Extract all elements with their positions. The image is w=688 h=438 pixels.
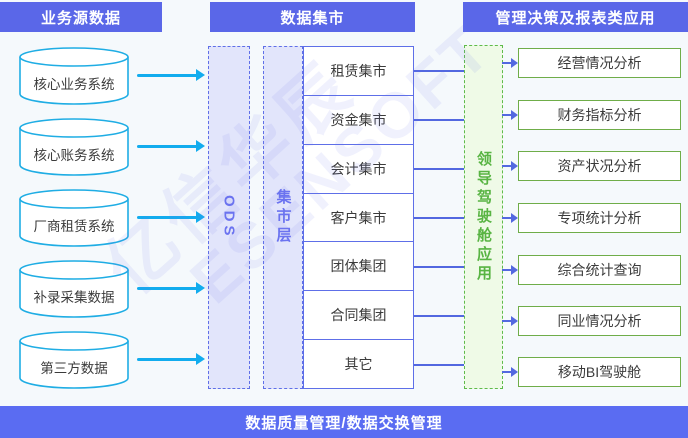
cylinder-label: 核心业务系统 [33, 77, 115, 92]
app-box: 经营情况分析 [518, 48, 681, 78]
cockpit-panel: 领导驾驶舱应用 [464, 45, 503, 389]
connector-line [414, 266, 464, 268]
database-icon [19, 260, 129, 318]
cockpit-label: 领导驾驶舱应用 [475, 150, 492, 284]
connector-line [414, 119, 464, 121]
database-icon [19, 47, 129, 105]
cylinder-label: 厂商租赁系统 [33, 219, 115, 234]
connector-line [414, 315, 464, 317]
cylinder-label: 补录采集数据 [33, 290, 115, 305]
ods-layer-panel: ODS [208, 46, 250, 389]
app-box: 同业情况分析 [518, 306, 681, 336]
cylinder-label: 第三方数据 [40, 361, 108, 376]
app-box: 专项统计分析 [518, 203, 681, 233]
db-cylinder-vendor-leasing: 厂商租赁系统 [19, 189, 129, 247]
db-cylinder-core-business: 核心业务系统 [19, 47, 129, 105]
flow-arrow-icon [137, 69, 205, 81]
cylinder-label: 核心账务系统 [33, 148, 115, 163]
flow-arrow-icon [137, 282, 205, 294]
flow-arrow-icon [502, 265, 518, 275]
db-cylinder-core-accounting: 核心账务系统 [19, 118, 129, 176]
flow-arrow-icon [502, 213, 518, 223]
flow-arrow-icon [137, 353, 205, 365]
flow-arrow-icon [137, 211, 205, 223]
mart-cell: 团体集团 [304, 242, 413, 292]
footer-bar: 数据质量管理/数据交换管理 [0, 406, 688, 438]
ods-label: ODS [220, 195, 238, 240]
flow-arrow-icon [502, 110, 518, 120]
database-icon [19, 331, 129, 389]
flow-arrow-icon [502, 367, 518, 377]
header-data-mart: 数据集市 [210, 2, 415, 32]
database-icon [19, 118, 129, 176]
db-cylinder-third-party: 第三方数据 [19, 331, 129, 389]
mart-layer-panel: 集市层 [263, 46, 303, 389]
flow-arrow-icon [502, 316, 518, 326]
flow-arrow-icon [502, 58, 518, 68]
flow-arrow-icon [137, 140, 205, 152]
mart-layer-label: 集市层 [274, 189, 292, 246]
connector-line [414, 168, 464, 170]
db-cylinder-supplementary: 补录采集数据 [19, 260, 129, 318]
mart-stack: 租赁集市 资金集市 会计集市 客户集市 团体集团 合同集团 其它 [303, 46, 414, 389]
mart-cell: 资金集市 [304, 96, 413, 145]
app-box: 资产状况分析 [518, 151, 681, 181]
header-source-data: 业务源数据 [0, 2, 162, 32]
connector-line [414, 364, 464, 366]
header-applications: 管理决策及报表类应用 [463, 2, 688, 32]
app-box: 移动BI驾驶舱 [518, 357, 681, 387]
mart-cell: 会计集市 [304, 145, 413, 194]
mart-cell: 租赁集市 [304, 47, 413, 96]
mart-cell: 客户集市 [304, 194, 413, 243]
connector-line [414, 70, 464, 72]
database-icon [19, 189, 129, 247]
flow-arrow-icon [502, 161, 518, 171]
connector-line [414, 217, 464, 219]
app-box: 财务指标分析 [518, 100, 681, 130]
mart-cell: 合同集团 [304, 291, 413, 341]
app-box: 综合统计查询 [518, 255, 681, 285]
mart-cell: 其它 [344, 356, 373, 373]
